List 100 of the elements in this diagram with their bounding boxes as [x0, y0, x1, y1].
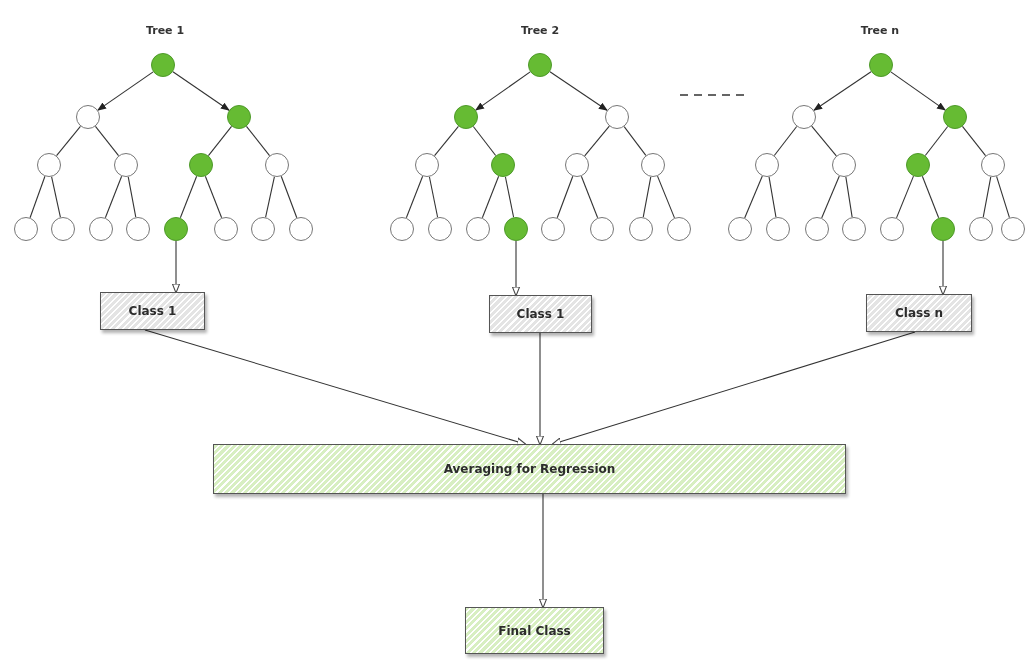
tree-node [491, 153, 515, 177]
branch-line [127, 176, 137, 218]
tree-node [766, 217, 790, 241]
branch-line [472, 125, 497, 157]
tree-node [641, 153, 665, 177]
branch-line [982, 176, 992, 218]
branch-line [434, 125, 459, 157]
tree-node [466, 217, 490, 241]
branch-line [996, 175, 1010, 219]
tree-node [504, 217, 528, 241]
tree-node [528, 53, 552, 77]
branch-line [768, 176, 777, 218]
tree-node [1001, 217, 1025, 241]
arrow [172, 71, 230, 111]
branch-line [821, 175, 840, 219]
box-label: Class 1 [516, 307, 565, 321]
branch-line [204, 175, 223, 219]
tree-node [869, 53, 893, 77]
branch-line [428, 176, 439, 218]
tree-node [14, 217, 38, 241]
tree-node [126, 217, 150, 241]
branch-line [656, 175, 676, 219]
branch-line [961, 125, 987, 157]
branch-line [94, 125, 120, 157]
tree-node [541, 217, 565, 241]
tree-node [428, 217, 452, 241]
branch-line [245, 125, 271, 157]
branch-line [104, 175, 123, 219]
branch-line [29, 175, 46, 219]
branch-line [623, 126, 647, 156]
tree-node [792, 105, 816, 129]
tree-node [981, 153, 1005, 177]
tree-node [728, 217, 752, 241]
arrow [535, 332, 545, 446]
tree-node [51, 217, 75, 241]
tree-node [605, 105, 629, 129]
branch-line [895, 175, 915, 219]
branch-line [924, 125, 949, 157]
branch-line [280, 175, 298, 219]
box-label: Class 1 [128, 304, 177, 318]
tree-node [227, 105, 251, 129]
arrow [549, 71, 608, 111]
arrow [97, 71, 154, 111]
arrow [538, 493, 548, 609]
branch-line [773, 125, 798, 157]
branch-line [51, 176, 61, 218]
arrow [813, 71, 872, 111]
branch-line [504, 176, 515, 218]
branch-line [405, 175, 424, 219]
branch-line [556, 175, 574, 219]
tree-node [76, 105, 100, 129]
branch-line [642, 176, 652, 218]
tree-node [114, 153, 138, 177]
process-box [465, 607, 604, 654]
tree-node [880, 217, 904, 241]
tree-node [265, 153, 289, 177]
branch-line [56, 125, 81, 157]
tree-node [415, 153, 439, 177]
process-box [213, 444, 846, 494]
box-label: Averaging for Regression [443, 462, 616, 476]
box-label: Class n [895, 306, 943, 320]
tree-node [842, 217, 866, 241]
class-box [866, 294, 972, 332]
tree-node [906, 153, 930, 177]
tree-title: Tree 1 [145, 24, 185, 37]
arrow [475, 71, 531, 111]
tree-node [832, 153, 856, 177]
class-box [489, 295, 592, 333]
branch-line [580, 175, 599, 219]
tree-node [289, 217, 313, 241]
arrow [511, 240, 521, 297]
tree-node [189, 153, 213, 177]
tree-node [943, 105, 967, 129]
branch-line [811, 125, 837, 157]
tree-node [667, 217, 691, 241]
tree-node [214, 217, 238, 241]
arrow [938, 240, 948, 296]
branch-line [845, 176, 853, 218]
tree-node [931, 217, 955, 241]
tree-node [590, 217, 614, 241]
tree-title: Tree n [860, 24, 900, 37]
tree-node [164, 217, 188, 241]
branch-line [744, 175, 763, 219]
branch-line [179, 175, 198, 219]
tree-node [251, 217, 275, 241]
tree-node [565, 153, 589, 177]
tree-node [805, 217, 829, 241]
tree-node [37, 153, 61, 177]
arrow [171, 240, 181, 294]
tree-node [629, 217, 653, 241]
tree-node [969, 217, 993, 241]
tree-node [89, 217, 113, 241]
branch-line [921, 175, 940, 219]
branch-line [207, 125, 233, 157]
tree-node [454, 105, 478, 129]
tree-node [755, 153, 779, 177]
arrow [890, 71, 946, 111]
tree-title: Tree 2 [520, 24, 560, 37]
arrow [144, 329, 527, 446]
tree-node [151, 53, 175, 77]
